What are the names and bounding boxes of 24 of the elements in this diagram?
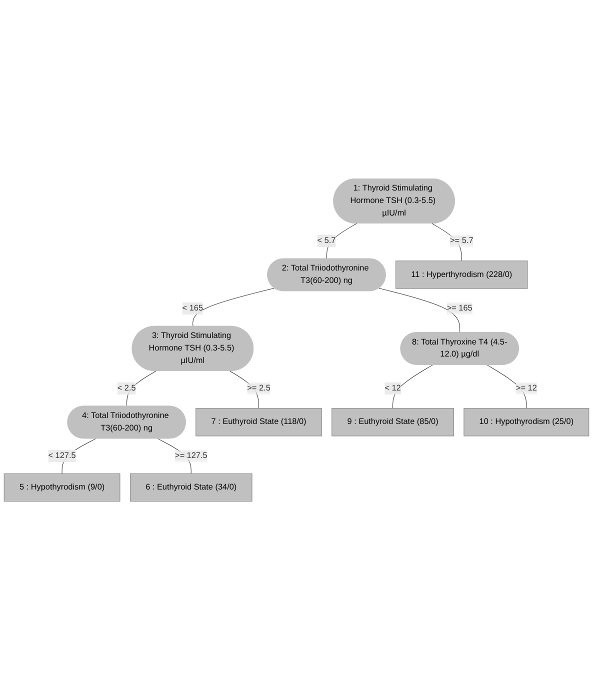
connector (378, 288, 460, 333)
connector (486, 364, 527, 409)
connector (326, 223, 357, 260)
node-box: 11 : Hyperthyrodism (228/0) (396, 260, 528, 289)
edge-label: >= 165 (446, 304, 472, 313)
node-box: 7 : Euthyroid State (118/0) (196, 408, 322, 436)
edge-label: < 12 (384, 384, 401, 392)
connector (230, 370, 260, 409)
connector (432, 223, 462, 262)
connector (126, 370, 156, 407)
connector (192, 288, 275, 327)
node-box: 9 : Euthyroid State (85/0) (332, 408, 454, 436)
edge-label: >= 12 (516, 384, 537, 392)
edge-label: >= 127.5 (174, 451, 208, 460)
edge-label: < 127.5 (48, 451, 76, 460)
edge-label: >= 5.7 (450, 236, 474, 246)
edge-label: < 5.7 (317, 236, 336, 246)
edge-label: >= 2.5 (247, 384, 270, 392)
edge-label: < 165 (182, 304, 204, 313)
connector (392, 364, 434, 409)
edge-label: < 2.5 (117, 384, 136, 392)
node-box: 5 : Hypothyrodism (9/0) (4, 473, 120, 502)
node-box: 10 : Hypothyrodism (25/0) (464, 408, 590, 436)
node-box: 6 : Euthyroid State (34/0) (130, 473, 252, 502)
